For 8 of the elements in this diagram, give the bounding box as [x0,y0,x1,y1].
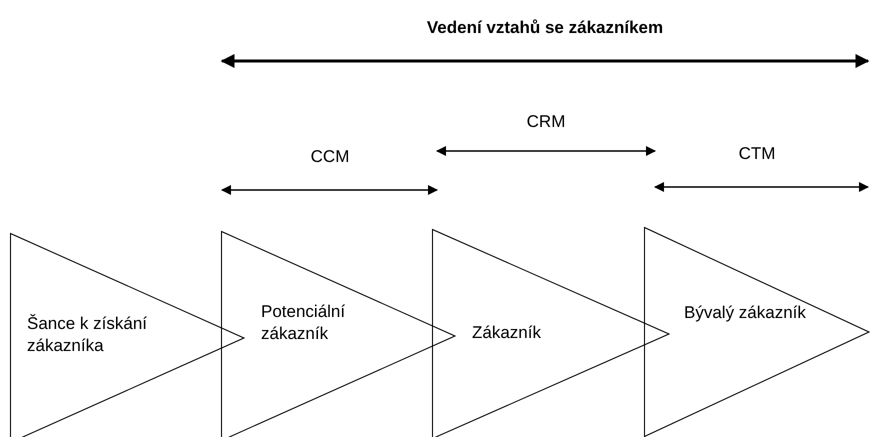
span-label: Vedení vztahů se zákazníkem [426,18,664,38]
stage-label: Šance k získání zákazníka [27,313,148,357]
span-label: CTM [738,144,776,164]
span-label: CCM [310,147,350,167]
span-label: CRM [526,112,566,132]
stage-label: Zákazník [472,322,542,344]
stage-label: Bývalý zákazník [684,302,807,324]
stage-label: Potenciální zákazník [261,301,346,345]
